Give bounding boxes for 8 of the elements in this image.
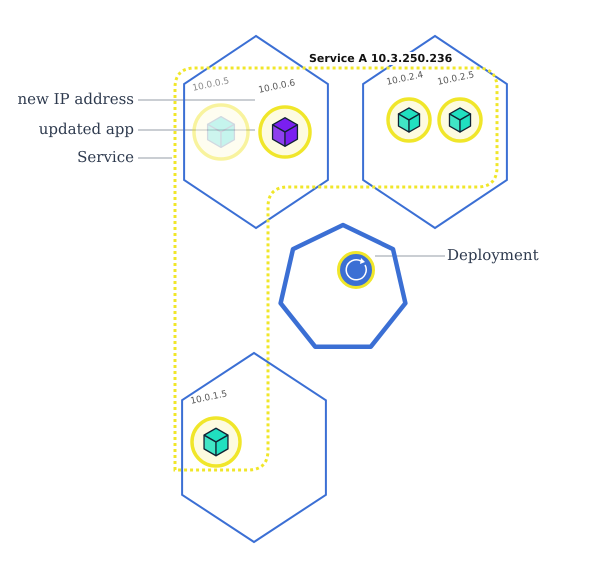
leader-line <box>138 157 172 159</box>
leader-line <box>138 99 255 101</box>
service-label: Service A 10.3.250.236 <box>307 52 454 65</box>
callout-label: Deployment <box>447 246 557 266</box>
leader-line <box>375 255 445 257</box>
callout-label: new IP address <box>0 90 134 110</box>
callout-label: updated app <box>0 120 134 140</box>
callout-label: Service <box>0 148 134 168</box>
